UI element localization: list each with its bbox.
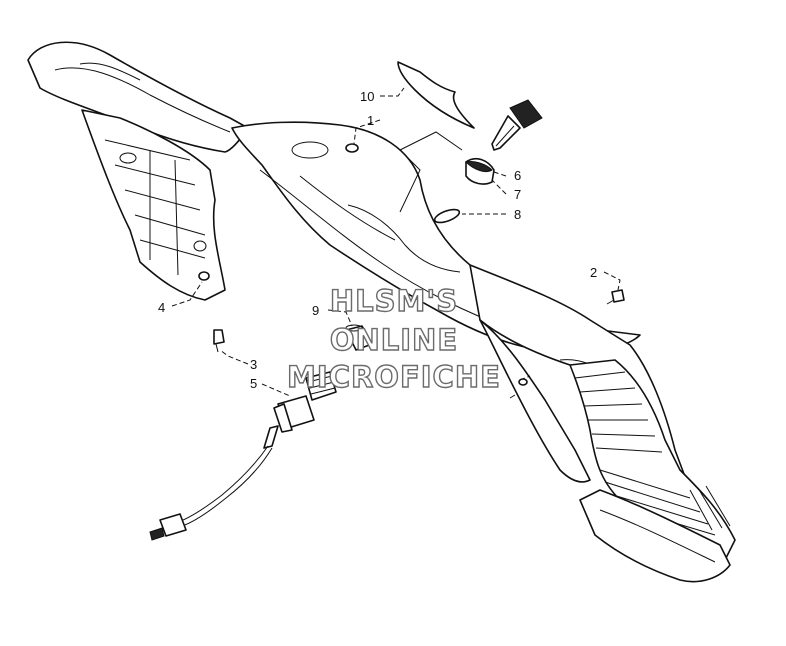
screw-3	[213, 329, 225, 353]
ignition-key	[491, 99, 543, 151]
leader-lines	[171, 87, 621, 397]
watermark-line-2: ONLINE	[330, 323, 458, 357]
callout-labels: 10 1 6 7 8 2 4 9 3 5	[158, 89, 597, 391]
ignition-switch	[149, 371, 337, 541]
callout-10: 10	[360, 89, 374, 104]
callout-5: 5	[250, 376, 257, 391]
callout-6: 6	[514, 168, 521, 183]
o-ring	[433, 208, 461, 224]
watermark-line-1: HLSM'S	[330, 284, 458, 318]
callout-3: 3	[250, 357, 257, 372]
key-switch-cap	[465, 158, 495, 185]
callout-9: 9	[312, 303, 319, 318]
callout-7: 7	[514, 187, 521, 202]
screw-2	[606, 289, 625, 305]
handlebar-pod	[27, 41, 736, 583]
decal-part	[397, 61, 475, 129]
watermark-line-3: MICROFICHE	[287, 360, 501, 394]
callout-8: 8	[514, 207, 521, 222]
bushing	[345, 324, 373, 351]
callout-1: 1	[367, 113, 374, 128]
callout-2: 2	[590, 265, 597, 280]
callout-4: 4	[158, 300, 165, 315]
watermark: HLSM'S ONLINE MICROFICHE	[286, 283, 501, 394]
